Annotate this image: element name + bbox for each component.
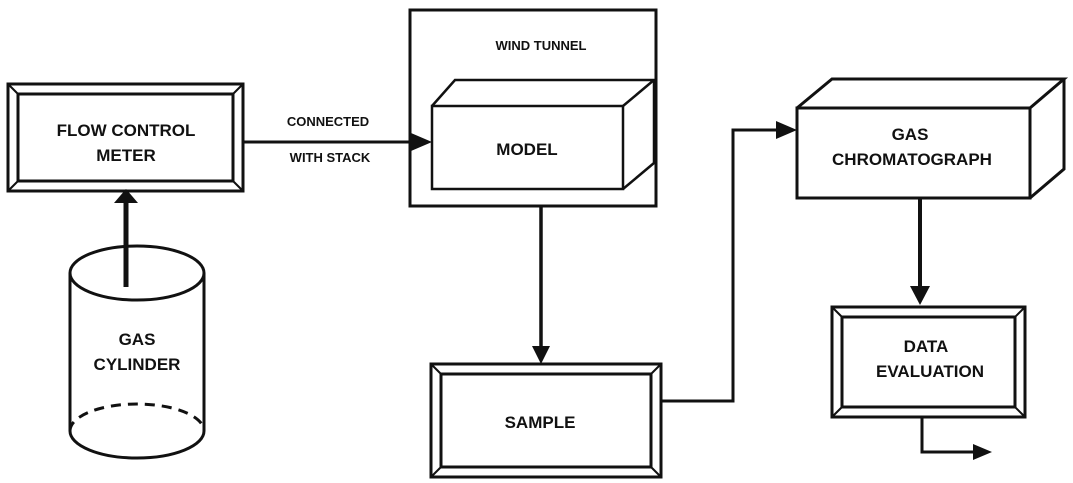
gas-cylinder: GAS CYLINDER bbox=[68, 244, 206, 460]
gas-cylinder-label-line1: GAS bbox=[119, 330, 156, 349]
model-box: MODEL bbox=[430, 78, 658, 191]
arrow-cylinder-to-meter-head bbox=[114, 189, 138, 203]
arrow-evaluation-output-head bbox=[973, 444, 992, 460]
arrow-sample-to-chromatograph-head bbox=[776, 121, 797, 139]
arrow-chromatograph-to-evaluation-head bbox=[910, 286, 930, 305]
connector-label-line1: CONNECTED bbox=[287, 114, 369, 129]
model-label: MODEL bbox=[496, 140, 557, 159]
gas-chromatograph-label-line1: GAS bbox=[892, 125, 929, 144]
gas-chromatograph-box: GAS CHROMATOGRAPH bbox=[795, 77, 1069, 200]
data-evaluation-label-line2: EVALUATION bbox=[876, 362, 984, 381]
arrow-evaluation-output bbox=[920, 417, 978, 454]
arrow-tunnel-to-sample-head bbox=[532, 346, 550, 364]
flow-control-meter-label-line2: METER bbox=[96, 146, 156, 165]
flow-control-meter-label-line1: FLOW CONTROL bbox=[57, 121, 196, 140]
arrow-sample-to-chromatograph bbox=[661, 128, 780, 403]
data-evaluation-label-line1: DATA bbox=[904, 337, 949, 356]
wind-tunnel-box: WIND TUNNEL bbox=[408, 8, 658, 208]
connector-label-line2: WITH STACK bbox=[290, 150, 371, 165]
sample-box: SAMPLE bbox=[429, 362, 663, 479]
data-evaluation-box: DATA EVALUATION bbox=[830, 305, 1027, 419]
gas-chromatograph-label-line2: CHROMATOGRAPH bbox=[832, 150, 992, 169]
arrow-meter-to-model-head bbox=[411, 133, 432, 151]
sample-label: SAMPLE bbox=[505, 413, 576, 432]
flow-control-meter-box: FLOW CONTROL METER bbox=[6, 82, 245, 193]
wind-tunnel-title: WIND TUNNEL bbox=[496, 38, 587, 53]
gas-cylinder-label-line2: CYLINDER bbox=[94, 355, 181, 374]
